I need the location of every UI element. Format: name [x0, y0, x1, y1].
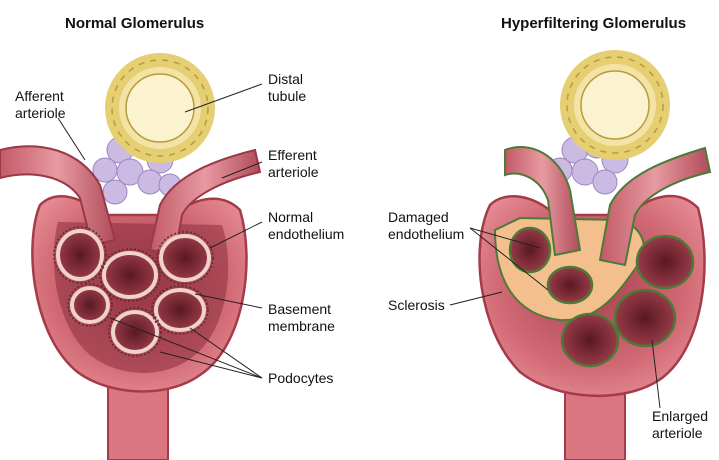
hyperfiltering-panel-title: Hyperfiltering Glomerulus	[501, 15, 686, 32]
normal-distal-tubule	[112, 60, 208, 156]
hyperfiltering-glomerulus-drawing	[480, 57, 710, 460]
normal-panel-title: Normal Glomerulus	[65, 15, 204, 32]
label-sclerosis: Sclerosis	[388, 297, 445, 314]
hyper-distal-tubule	[567, 57, 663, 153]
label-podocytes: Podocytes	[268, 370, 333, 387]
